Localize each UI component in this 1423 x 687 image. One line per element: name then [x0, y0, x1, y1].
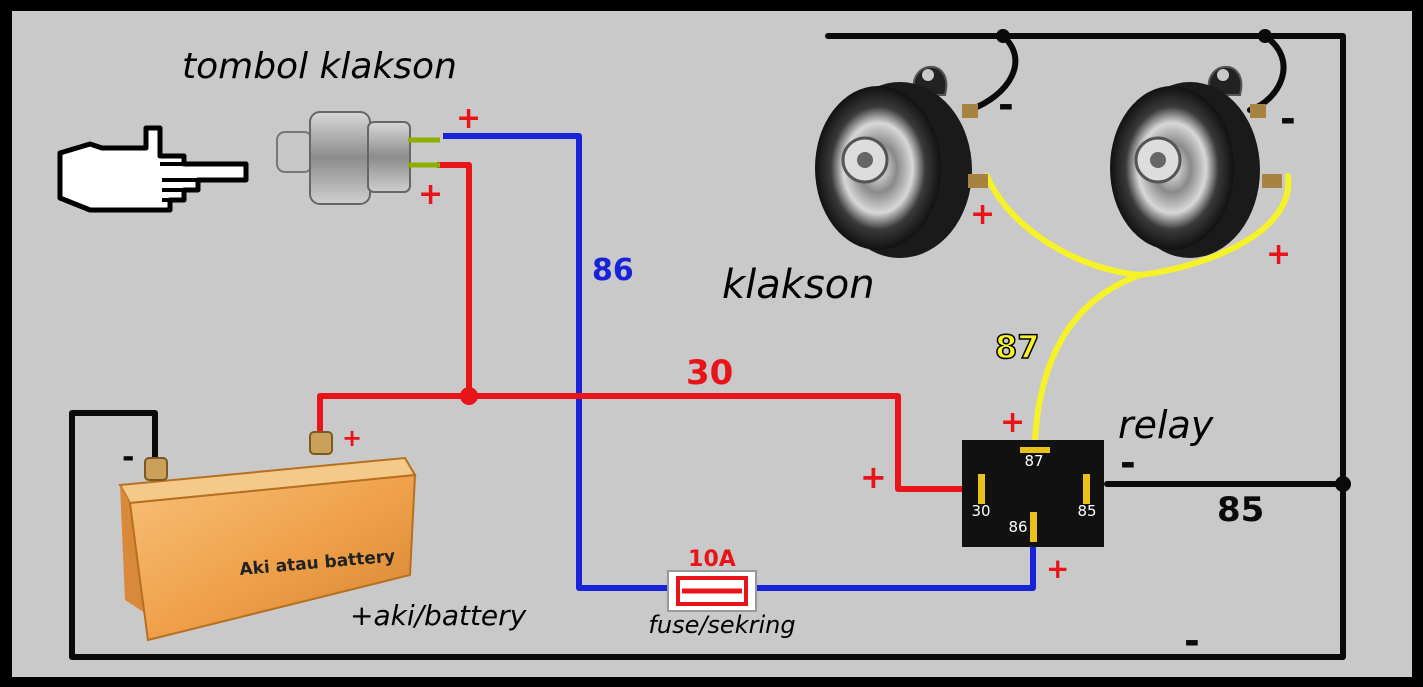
fuse	[667, 570, 757, 612]
relay: 87 30 85 86	[962, 440, 1104, 547]
minus-marker-horn-left: -	[998, 83, 1014, 127]
relay-pin-30	[978, 474, 985, 504]
plus-marker-switch-bottom: +	[418, 177, 443, 212]
wire-label-30: 30	[686, 353, 733, 393]
plus-marker-horn-left: +	[970, 197, 995, 232]
relay-pin-86-label: 86	[1008, 518, 1027, 536]
horn1-ground-dot	[996, 29, 1010, 43]
minus-marker-battery: -	[122, 440, 134, 475]
relay-pin-85-label: 85	[1077, 502, 1096, 520]
fuse-caption: fuse/sekring	[648, 611, 795, 639]
yellow-horn1-lead	[984, 173, 1143, 278]
horn1-ground-lead	[967, 33, 1019, 113]
horn-switch	[276, 111, 440, 205]
yellow-wires	[984, 173, 1292, 443]
frame-ground-wire	[69, 33, 1346, 660]
relay-pin-87	[1020, 447, 1050, 453]
minus-marker-horn-right: -	[1280, 97, 1296, 141]
relay-pin-30-label: 30	[971, 502, 990, 520]
ground-junction-dot	[1335, 476, 1351, 492]
relay-pin-86	[1030, 512, 1037, 542]
relay-pin-85	[1083, 474, 1090, 504]
horn-label: klakson	[722, 262, 875, 308]
relay-pin-87-label: 87	[1024, 452, 1043, 470]
red-wires	[317, 162, 966, 492]
battery-caption: +aki/battery	[350, 599, 527, 632]
battery	[118, 431, 417, 642]
yellow-horn2-lead	[1137, 173, 1292, 278]
yellow-wire-87	[1032, 272, 1143, 443]
pointing-hand-icon	[57, 125, 249, 213]
plus-marker-battery: +	[342, 424, 362, 452]
red-junction-dot	[460, 387, 478, 405]
red-wire-30	[317, 393, 966, 492]
wire-label-85: 85	[1217, 490, 1264, 530]
horn-right	[1110, 65, 1282, 258]
wire-label-87: 87	[995, 328, 1040, 366]
fuse-rating-label: 10A	[688, 547, 736, 572]
minus-marker-relay-85: -	[1120, 441, 1136, 485]
blue-wire-86	[443, 133, 670, 591]
blue-wire-fuse-to-relay	[755, 547, 1036, 591]
plus-marker-horn-right: +	[1266, 237, 1291, 272]
switch-label: tombol klakson	[182, 46, 457, 87]
plus-marker-relay-86: +	[1046, 552, 1069, 585]
horn2-ground-dot	[1258, 29, 1272, 43]
minus-marker-ground: -	[1184, 619, 1200, 663]
wire-label-86: 86	[592, 253, 634, 288]
horn-left	[815, 65, 988, 258]
red-wire-switch	[437, 162, 472, 396]
relay-label: relay	[1118, 403, 1214, 447]
ground-wires	[69, 33, 1346, 660]
plus-marker-switch-top: +	[456, 101, 481, 136]
plus-marker-relay-87: +	[1000, 405, 1025, 440]
plus-marker-relay-30: +	[860, 458, 887, 496]
